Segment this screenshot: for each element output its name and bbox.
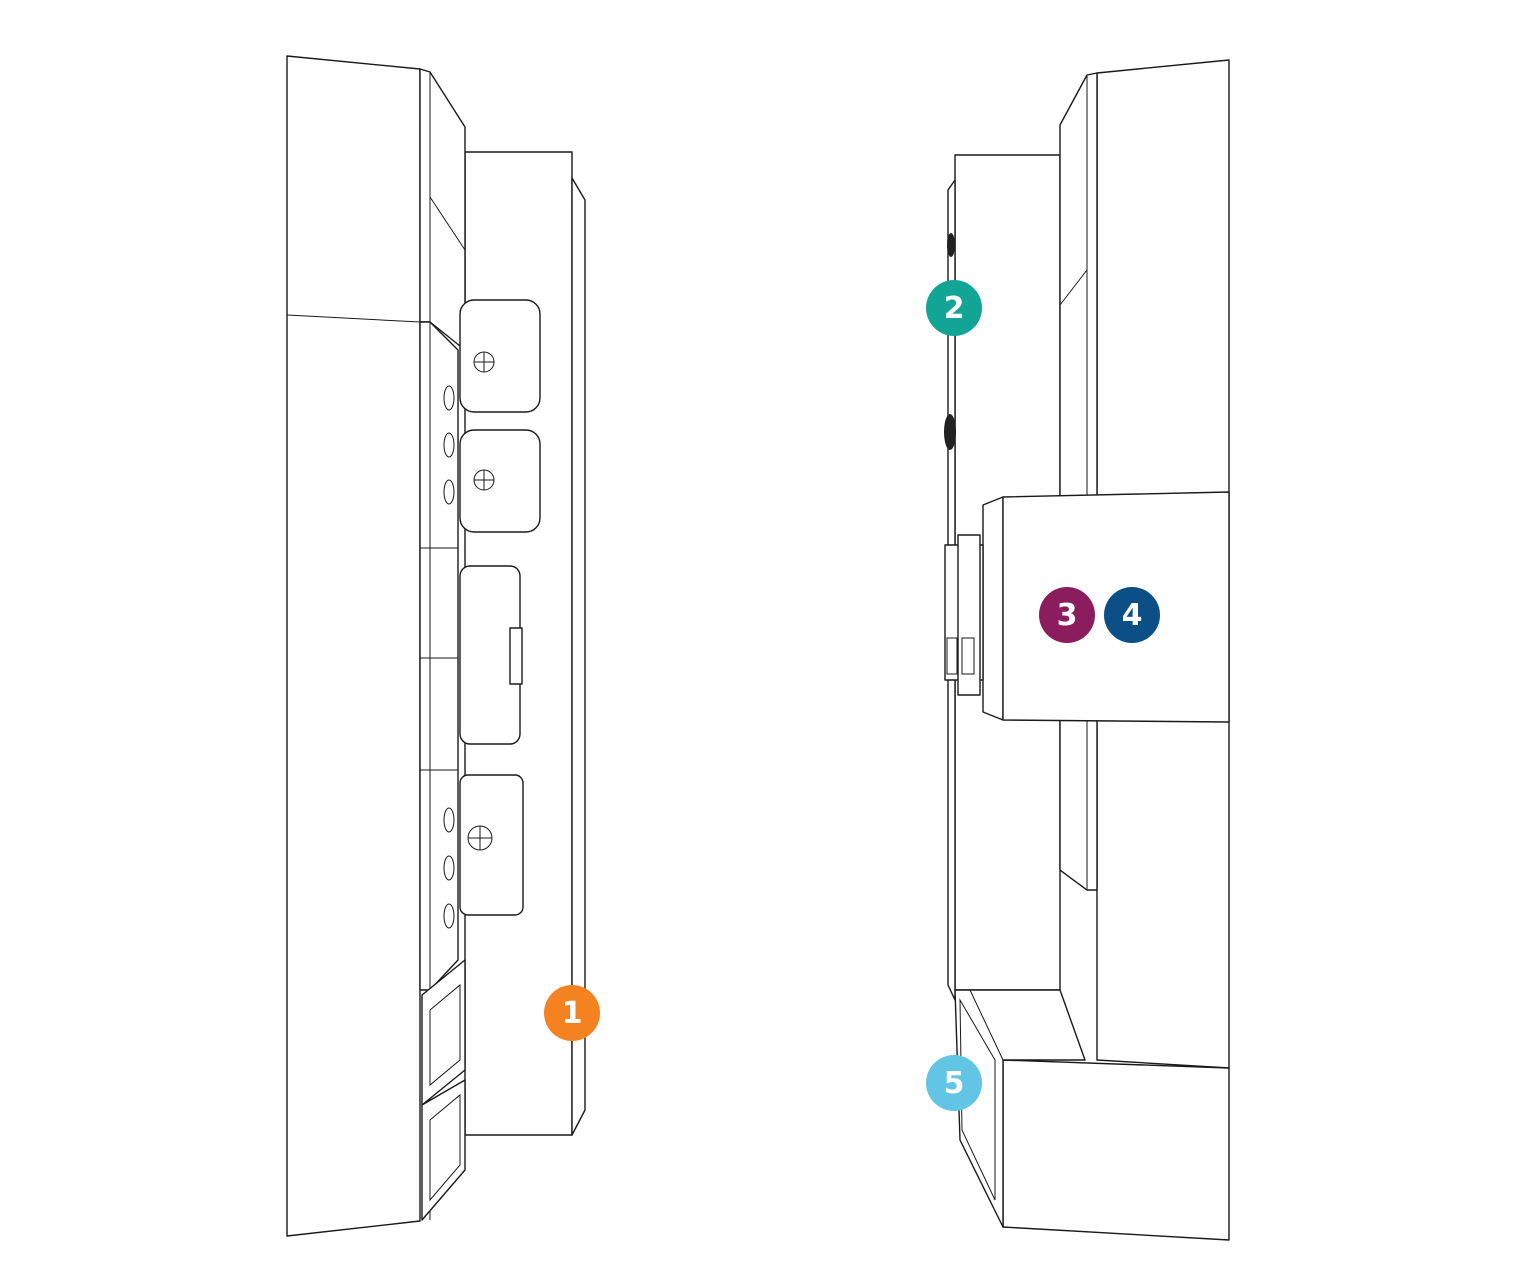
marker-1[interactable]: 1 xyxy=(544,985,600,1041)
sink-1 xyxy=(459,299,541,413)
right-upper-cabinet xyxy=(1059,72,1098,891)
right-wall xyxy=(944,59,1230,1241)
left-upper-cabinet xyxy=(419,68,466,351)
marker-5[interactable]: 5 xyxy=(926,1055,982,1111)
right-lower-block xyxy=(1002,1059,1230,1241)
left-wall xyxy=(286,55,586,1237)
left-lower-door-1 xyxy=(421,959,466,1106)
marker-4[interactable]: 4 xyxy=(1104,587,1160,643)
left-tall-panel xyxy=(286,55,421,1237)
marker-2[interactable]: 2 xyxy=(926,280,982,336)
left-lower-door-2 xyxy=(421,1079,466,1221)
peninsula-side xyxy=(982,496,1004,721)
cooktop xyxy=(459,774,524,916)
sink-2 xyxy=(459,429,541,533)
marker-3[interactable]: 3 xyxy=(1039,587,1095,643)
left-base-cabinets xyxy=(419,321,459,991)
